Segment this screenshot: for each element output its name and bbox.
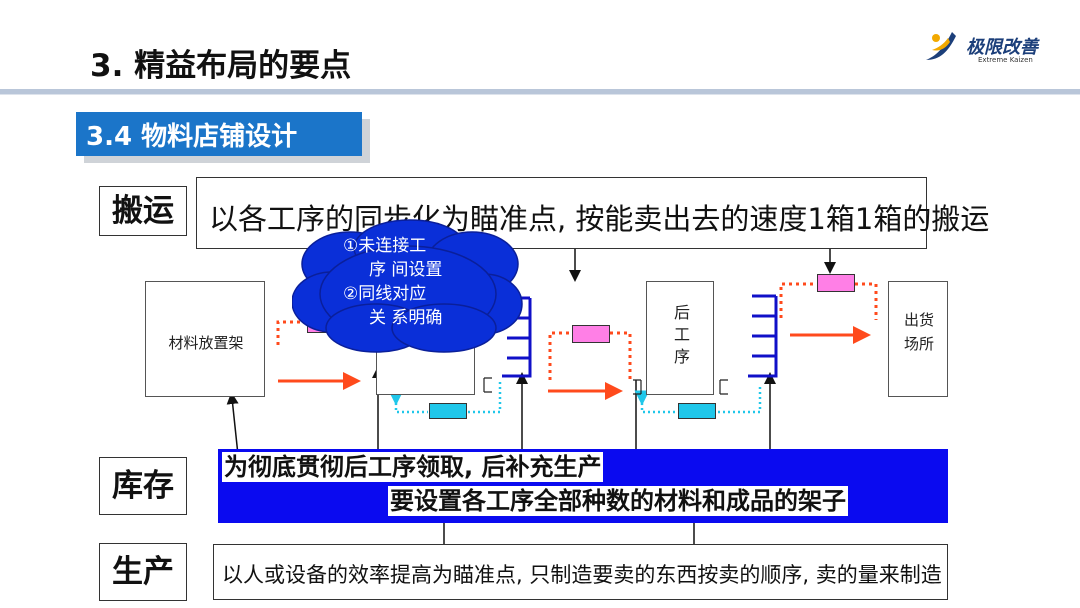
production-description: 以人或设备的效率提高为瞄准点, 只制造要卖的东西按卖的顺序, 卖的量来制造	[213, 544, 948, 600]
withdrawal-loop-2	[548, 331, 632, 382]
kanban-card-pink	[572, 325, 610, 343]
cloud-line: ①未连接工	[343, 236, 427, 256]
header-divider-thin	[0, 94, 1080, 95]
cloud-callout-shape	[292, 219, 523, 353]
logo-icon	[926, 32, 956, 60]
logo-subtitle: Extreme Kaizen	[978, 56, 1033, 64]
kanban-card-cyan	[678, 403, 716, 419]
back-process-box	[646, 281, 714, 395]
back-process-char: 工	[673, 325, 690, 344]
section-heading: 3.4 物料店铺设计	[76, 112, 362, 156]
back-process-char: 后	[673, 303, 690, 322]
back-process-char: 序	[673, 347, 690, 366]
shipping-area-box	[888, 281, 948, 397]
inventory-line-1: 为彻底贯彻后工序领取, 后补充生产	[222, 452, 604, 482]
withdrawal-loop-1	[276, 320, 305, 345]
inventory-label: 库存	[99, 457, 187, 515]
production-label: 生产	[99, 543, 187, 601]
cloud-line: 序 间设置	[369, 260, 443, 280]
material-shelf-box	[145, 281, 265, 397]
shipping-area-label: 出货 场所	[896, 308, 942, 356]
back-process-label: 后 工 序	[672, 302, 692, 368]
store-shelf-2	[748, 294, 778, 378]
logo-text: 极限改善	[966, 37, 1038, 58]
shipping-line: 场所	[903, 335, 934, 353]
transport-label: 搬运	[99, 186, 187, 236]
inventory-line-2: 要设置各工序全部种数的材料和成品的架子	[388, 486, 848, 516]
header-divider	[0, 89, 1080, 94]
kanban-loop-2	[642, 384, 762, 414]
transport-description: 以各工序的同步化为瞄准点, 按能卖出去的速度1箱1箱的搬运	[196, 177, 989, 249]
kanban-card-cyan	[429, 403, 467, 419]
page-title: 3. 精益布局的要点	[90, 48, 352, 84]
cloud-callout-text: ①未连接工 序 间设置 ②同线对应 关 系明确	[343, 234, 442, 330]
kanban-loop-1	[396, 382, 502, 414]
withdrawal-loop-3	[779, 282, 878, 320]
cloud-line: 关 系明确	[369, 308, 443, 328]
connector-shelf	[226, 392, 239, 456]
material-shelf-label: 材料放置架	[168, 334, 244, 352]
kanban-card-pink	[817, 274, 855, 292]
cloud-line: ②同线对应	[343, 284, 427, 304]
shipping-line: 出货	[903, 311, 934, 329]
